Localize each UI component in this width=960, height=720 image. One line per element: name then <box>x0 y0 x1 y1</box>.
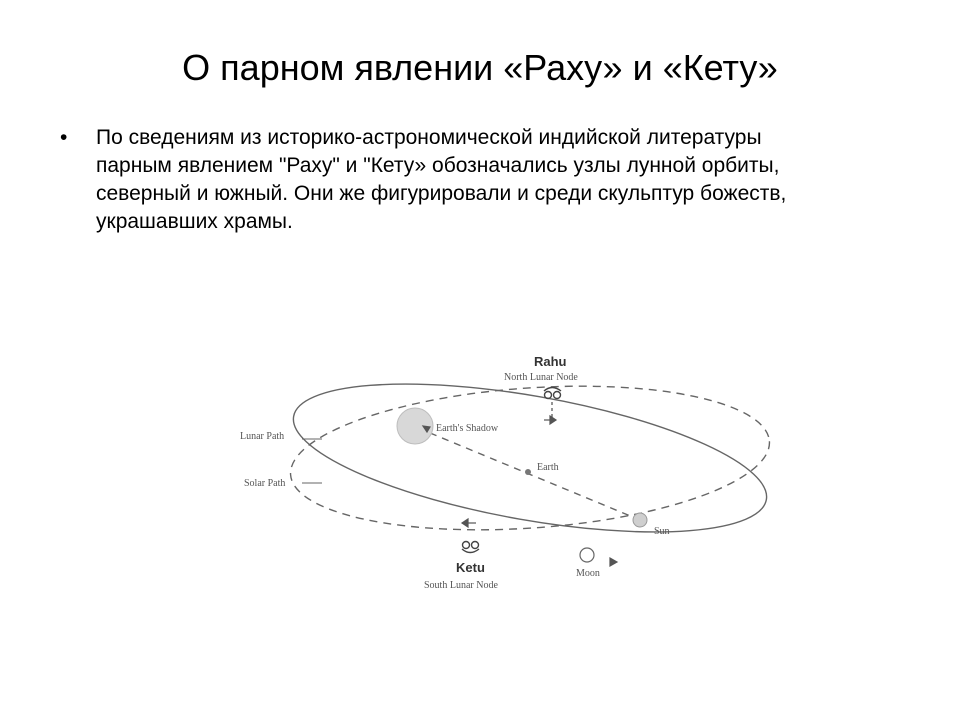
rahu-subtitle: North Lunar Node <box>504 372 578 383</box>
earth-shadow-label: Earth's Shadow <box>436 423 499 434</box>
bullet-line: По сведениям из историко-астрономической… <box>96 124 920 152</box>
earth-shadow-disc <box>397 408 433 444</box>
earth-dot <box>525 469 531 475</box>
bullet-line: парным явлением "Раху" и "Кету» обознача… <box>96 152 920 180</box>
bullet-line: северный и южный. Они же фигурировали и … <box>96 180 920 208</box>
lunar-path-ellipse <box>283 355 777 560</box>
rahu-name: Rahu <box>534 354 567 369</box>
lunar-nodes-diagram: Rahu North Lunar Node Lunar Path Solar P… <box>230 340 790 610</box>
ketu-subtitle: South Lunar Node <box>424 580 498 591</box>
lunar-path-label: Lunar Path <box>240 431 284 442</box>
earth-label: Earth <box>537 462 559 473</box>
sun-label: Sun <box>654 526 670 537</box>
bullet-marker: • <box>60 124 67 152</box>
moon-disc <box>580 548 594 562</box>
moon-label: Moon <box>576 568 600 579</box>
ketu-name: Ketu <box>456 560 485 575</box>
bullet-line: украшавших храмы. <box>96 208 920 236</box>
slide-title: О парном явлении «Раху» и «Кету» <box>60 46 900 90</box>
ketu-symbol-icon <box>462 542 479 553</box>
solar-path-ellipse <box>286 371 775 544</box>
bullet-list: • По сведениям из историко-астрономическ… <box>60 124 920 236</box>
orbit-direction-arrows <box>423 416 617 566</box>
solar-path-label: Solar Path <box>244 478 285 489</box>
rahu-symbol-icon <box>544 388 561 399</box>
sun-disc <box>633 513 647 527</box>
lunar-nodes-svg: Rahu North Lunar Node Lunar Path Solar P… <box>230 340 790 610</box>
bullet-item: • По сведениям из историко-астрономическ… <box>60 124 920 236</box>
